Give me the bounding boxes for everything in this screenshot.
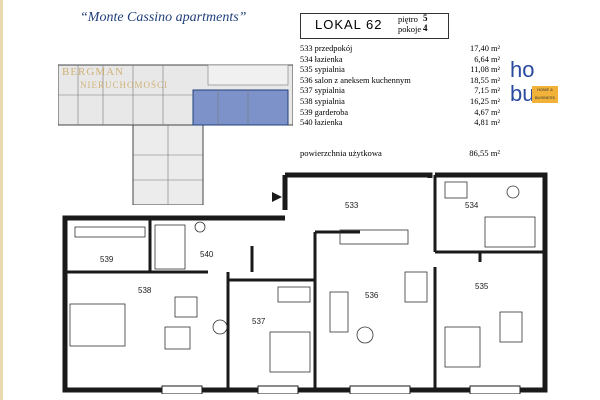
entrance-arrow-icon — [272, 192, 282, 202]
room-label-533: 533 — [345, 201, 359, 210]
unit-header-box — [300, 13, 449, 39]
apartment-floor-plan: 533 534 535 536 537 538 539 540 — [62, 172, 548, 394]
watermark-line1: BERGMAN — [62, 66, 125, 78]
rooms-label: pokoje — [398, 24, 422, 34]
hobu-logo: ho bu — [510, 57, 534, 106]
room-label-536: 536 — [365, 291, 379, 300]
room-label-538: 538 — [138, 286, 152, 295]
highlighted-apartment — [192, 89, 289, 126]
watermark-line2: NIERUCHOMOŚCI — [80, 80, 169, 90]
rooms-value: 4 — [423, 23, 428, 33]
room-label-534: 534 — [465, 201, 479, 210]
logo-text-bottom: bu — [510, 81, 534, 106]
total-area-value: 86,55 m² — [469, 148, 500, 158]
logo-text-top: ho — [510, 57, 534, 82]
total-area-row: powierzchnia użytkowa 86,55 m² — [300, 148, 500, 158]
unit-name: LOKAL 62 — [315, 17, 383, 32]
room-label-540: 540 — [200, 250, 214, 259]
floor-value: 5 — [423, 13, 428, 23]
floor-label: piętro — [398, 14, 418, 24]
logo-badge: HOME & BUSINESS — [532, 86, 558, 103]
room-label-537: 537 — [252, 317, 266, 326]
building-key-plan — [58, 64, 293, 205]
project-title: “Monte Cassino apartments” — [80, 10, 247, 25]
gold-edge-decoration — [0, 0, 3, 400]
room-label-539: 539 — [100, 255, 114, 264]
total-area-label: powierzchnia użytkowa — [300, 148, 382, 158]
room-label-535: 535 — [475, 282, 489, 291]
